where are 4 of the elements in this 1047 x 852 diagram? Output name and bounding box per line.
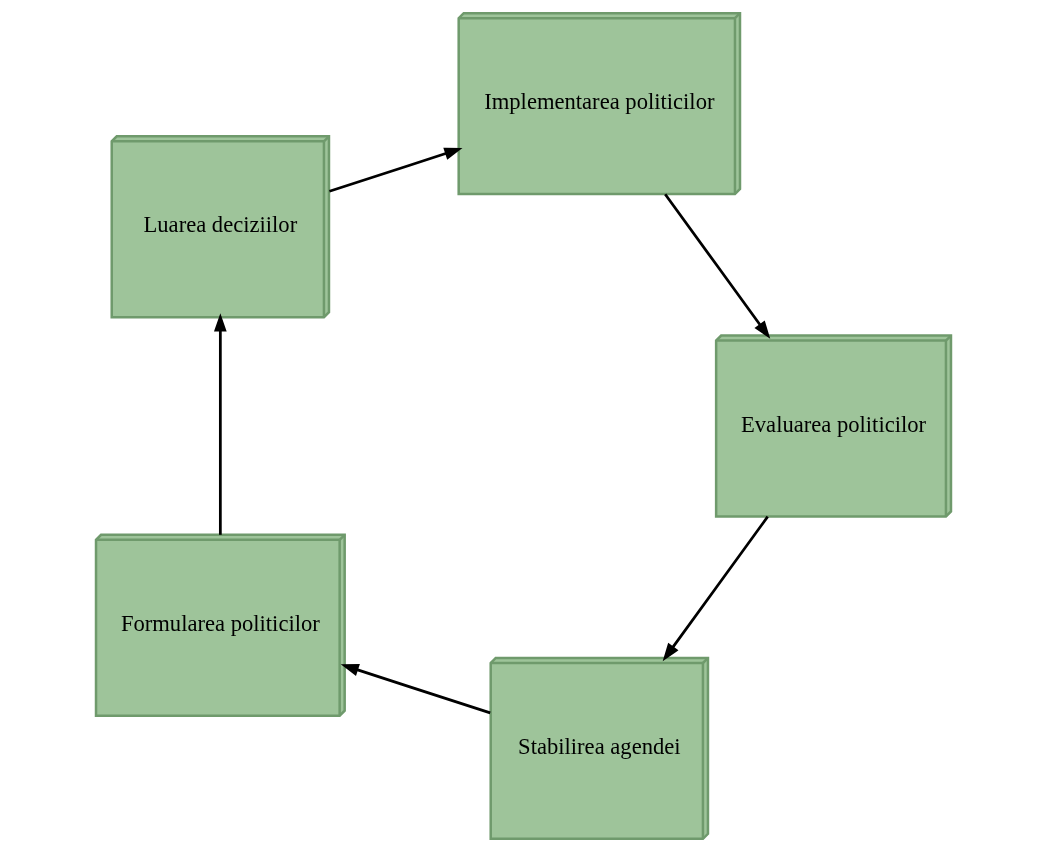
arrow [329, 147, 463, 193]
arrow [340, 663, 491, 715]
arrow [214, 313, 227, 535]
arrow [664, 193, 771, 339]
